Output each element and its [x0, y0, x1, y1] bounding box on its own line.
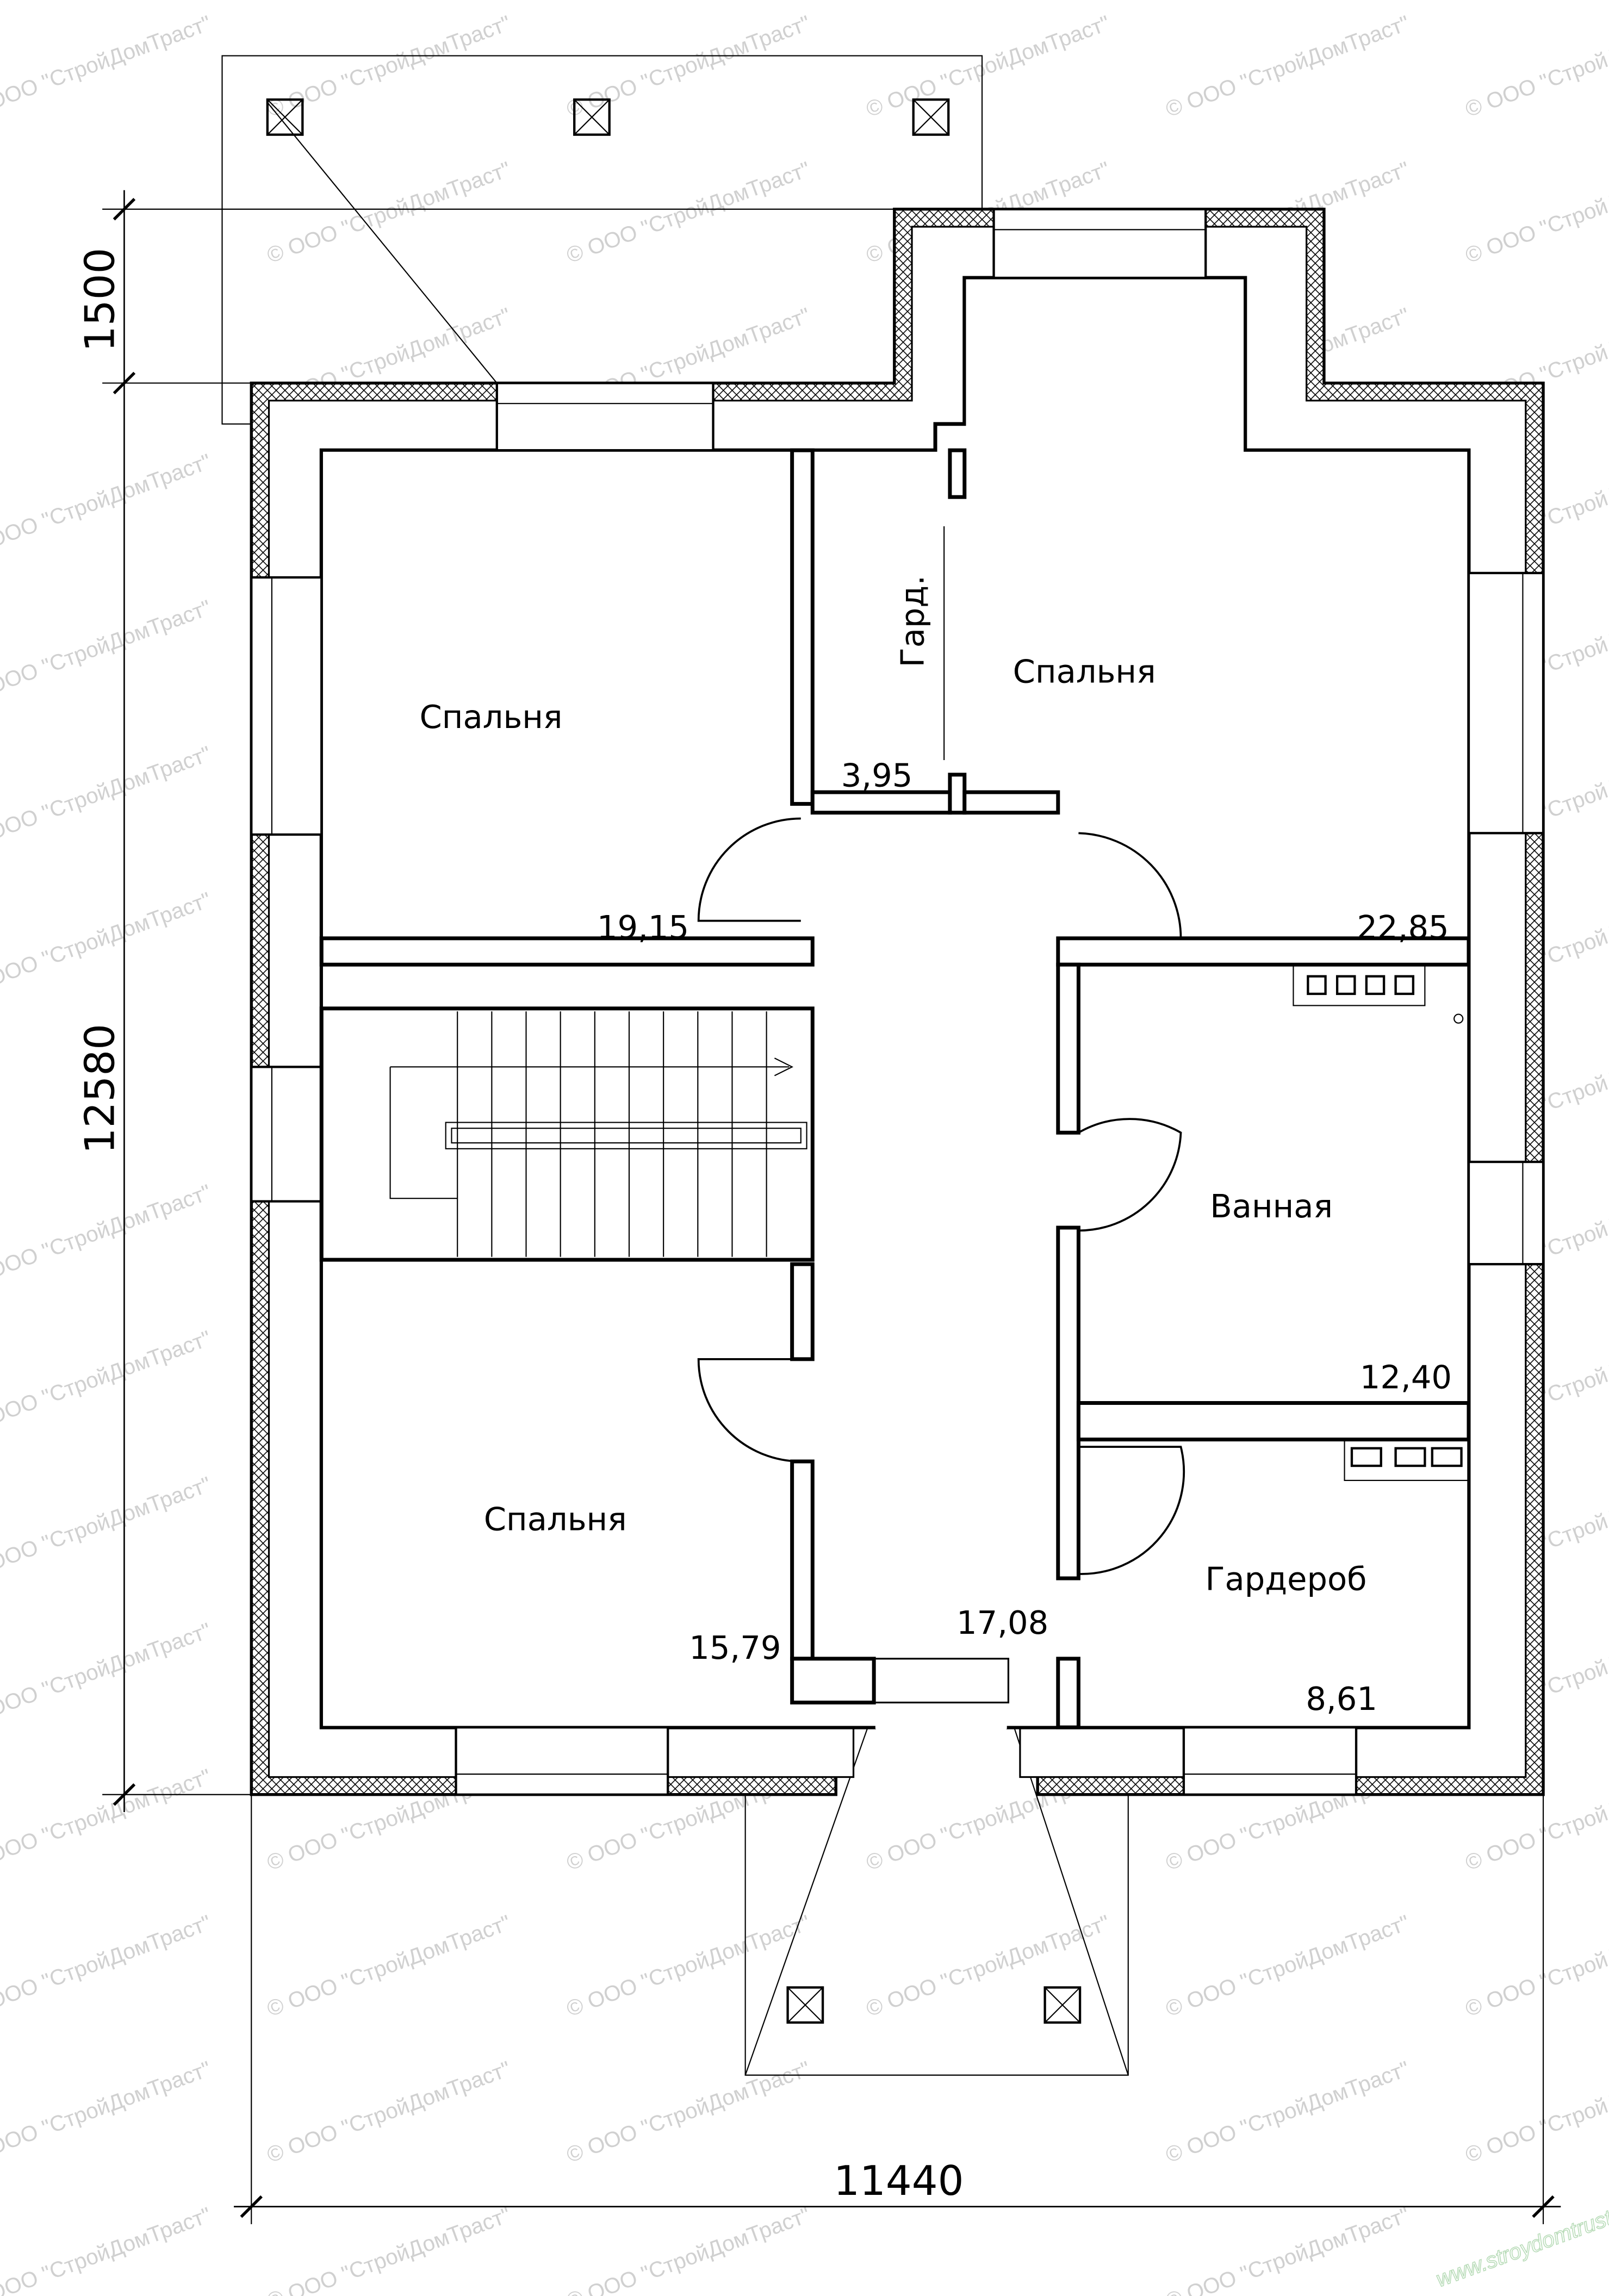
watermark-text: © ООО "СтройДомТраст"	[264, 2056, 514, 2167]
door-arc	[697, 1358, 801, 1463]
room-name: Гард.	[894, 575, 931, 667]
window	[1467, 571, 1545, 835]
room-name: Спальня	[420, 698, 563, 736]
watermark-text: © ООО "СтройДомТраст"	[1462, 2056, 1609, 2167]
door-arc	[697, 817, 801, 922]
watermark-text: © ООО "СтройДомТраст"	[1462, 1911, 1609, 2021]
watermark-text: © ООО "СтройДомТраст"	[1163, 1911, 1413, 2021]
watermark-text: © ООО "СтройДомТраст"	[264, 2202, 514, 2296]
staircase	[324, 1011, 810, 1257]
watermark-text: © ООО "СтройДомТраст"	[563, 2202, 813, 2296]
column-icon	[1043, 1986, 1082, 2024]
watermark-text: © ООО "СтройДомТраст"	[0, 2056, 214, 2167]
vent-shafts	[1293, 964, 1470, 1481]
watermark-text: © ООО "СтройДомТраст"	[0, 1911, 214, 2021]
watermark-text: © ООО "СтройДомТраст"	[0, 2202, 214, 2296]
room-name: Спальня	[1013, 653, 1156, 690]
watermark-text: © ООО "СтройДомТраст"	[0, 742, 214, 853]
window	[495, 382, 715, 452]
room-name: Ванная	[1210, 1187, 1333, 1225]
dimension-lines	[102, 190, 1561, 2224]
watermark-text: © ООО "СтройДомТраст"	[0, 595, 214, 706]
watermark-text: © ООО "СтройДомТраст"	[563, 157, 813, 267]
room-area: 12,40	[1360, 1359, 1452, 1396]
column-icon	[573, 98, 611, 136]
windows	[250, 208, 1545, 1796]
dimension-porch-depth: 1500	[76, 248, 124, 352]
dimension-house-depth: 12580	[76, 1024, 124, 1154]
room-labels: Спальня 19,15 Спальня 22,85 Гард. 3,95 В…	[420, 575, 1452, 1718]
watermark-text: © ООО "СтройДомТраст"	[0, 1180, 214, 1291]
watermark-text: © ООО "СтройДомТраст"	[1163, 11, 1413, 122]
column-icon	[786, 1986, 824, 2024]
corridor-area: 17,08	[956, 1604, 1048, 1641]
watermark-text: © ООО "СтройДомТраст"	[1462, 157, 1609, 267]
watermark-text: © ООО "СтройДомТраст"	[0, 1472, 214, 1583]
watermark-text: © ООО "СтройДомТраст"	[1462, 11, 1609, 122]
watermark-text: © ООО "СтройДомТраст"	[563, 2056, 813, 2167]
exterior-walls	[250, 208, 1545, 1796]
door-arc	[1078, 1118, 1182, 1232]
watermark-text: © ООО "СтройДомТраст"	[1163, 2056, 1413, 2167]
watermark-text: © ООО "СтройДомТраст"	[0, 449, 214, 560]
room-area: 3,95	[841, 756, 913, 794]
watermark-text: © ООО "СтройДомТраст"	[0, 1618, 214, 1729]
doors	[697, 817, 1185, 1575]
column-icon	[912, 98, 950, 136]
window	[992, 208, 1207, 279]
door-arc	[1078, 1446, 1185, 1575]
room-name: Спальня	[484, 1500, 627, 1538]
watermark-text: © ООО "СтройДомТраст"	[863, 11, 1113, 122]
room-area: 22,85	[1357, 909, 1449, 946]
watermark-text: © ООО "СтройДомТраст"	[1163, 2202, 1413, 2296]
entrance-door	[873, 1658, 1010, 1704]
window	[1467, 1160, 1545, 1266]
watermark-text: © ООО "СтройДомТраст"	[0, 1326, 214, 1437]
watermark-text: © ООО "СтройДомТраст"	[264, 11, 514, 122]
window	[250, 576, 323, 836]
watermark-text: © ООО "СтройДомТраст"	[0, 11, 214, 122]
watermark-text: © ООО "СтройДомТраст"	[0, 1764, 214, 1875]
watermark-text: © ООО "СтройДомТраст"	[264, 1911, 514, 2021]
room-name: Гардероб	[1205, 1560, 1366, 1597]
watermark-text: © ООО "СтройДомТраст"	[0, 887, 214, 998]
window	[250, 1066, 323, 1203]
room-area: 8,61	[1306, 1680, 1377, 1718]
door-arc	[1078, 832, 1182, 939]
watermark-text: © ООО "СтройДомТраст"	[563, 1911, 813, 2021]
watermark-text: © ООО "СтройДомТраст"	[863, 1911, 1113, 2021]
window	[455, 1726, 669, 1796]
window	[1182, 1726, 1358, 1796]
dimension-house-width: 11440	[834, 2157, 964, 2205]
room-area: 19,15	[597, 909, 689, 946]
watermark-site: www.stroydomtrust.ru	[1433, 2197, 1609, 2292]
watermark-text: © ООО "СтройДомТраст"	[563, 11, 813, 122]
room-area: 15,79	[689, 1629, 781, 1666]
column-icon	[266, 98, 304, 136]
